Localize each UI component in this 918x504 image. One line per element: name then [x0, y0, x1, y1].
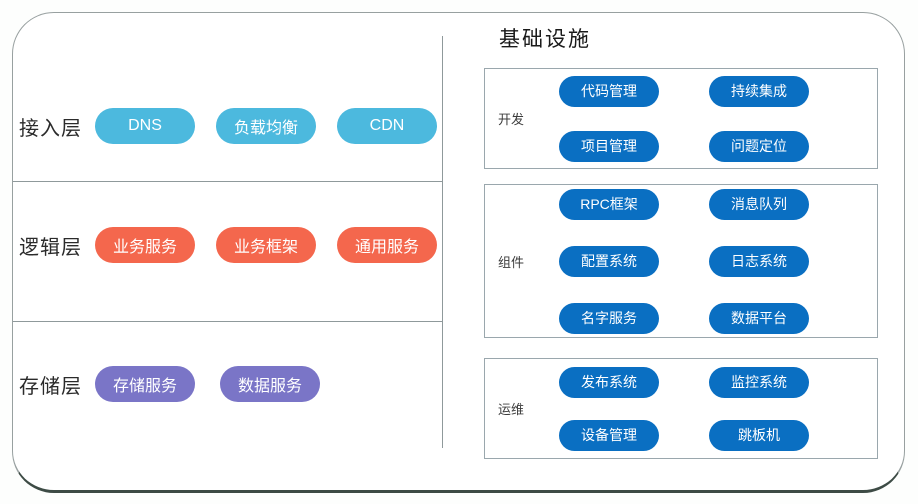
architecture-diagram-card: 接入层 DNS 负载均衡 CDN 逻辑层 业务服务 业务框架 通用服务 存储层 …	[12, 12, 905, 493]
storage-layer-label: 存储层	[19, 375, 82, 398]
ops-group-pills: 发布系统 监控系统 设备管理 跳板机	[559, 359, 877, 458]
pill-jump-server: 跳板机	[709, 419, 809, 451]
layer-divider-2	[13, 321, 442, 322]
pill-data-service: 数据服务	[220, 366, 320, 402]
pill-business-service: 业务服务	[95, 227, 195, 263]
access-layer-label: 接入层	[19, 117, 82, 140]
layer-divider-1	[13, 181, 442, 182]
pill-data-platform: 数据平台	[709, 302, 809, 334]
pill-storage-service: 存储服务	[95, 366, 195, 402]
pill-project-management: 项目管理	[559, 130, 659, 162]
pill-message-queue: 消息队列	[709, 188, 809, 220]
pill-dns: DNS	[95, 108, 195, 144]
dev-group-label: 开发	[498, 112, 525, 127]
storage-layer-row: 存储层 存储服务 数据服务	[19, 366, 345, 402]
ops-group-label: 运维	[498, 402, 525, 417]
pill-monitoring-system: 监控系统	[709, 366, 809, 398]
pill-business-framework: 业务框架	[216, 227, 316, 263]
pill-continuous-integration: 持续集成	[709, 75, 809, 107]
logic-layer-label: 逻辑层	[19, 236, 82, 259]
components-group-box: 组件 RPC框架 消息队列 配置系统 日志系统 名字服务 数据平台	[484, 184, 878, 338]
pill-rpc-framework: RPC框架	[559, 188, 659, 220]
pill-load-balancer: 负载均衡	[216, 108, 316, 144]
components-group-pills: RPC框架 消息队列 配置系统 日志系统 名字服务 数据平台	[559, 185, 877, 337]
components-group-label: 组件	[498, 254, 525, 270]
pill-log-system: 日志系统	[709, 245, 809, 277]
pill-code-management: 代码管理	[559, 75, 659, 107]
pill-name-service: 名字服务	[559, 302, 659, 334]
ops-group-box: 运维 发布系统 监控系统 设备管理 跳板机	[484, 358, 878, 459]
pill-problem-locating: 问题定位	[709, 130, 809, 162]
logic-layer-row: 逻辑层 业务服务 业务框架 通用服务	[19, 227, 458, 263]
dev-group-box: 开发 代码管理 持续集成 项目管理 问题定位	[484, 68, 878, 169]
infrastructure-title: 基础设施	[499, 28, 591, 51]
pill-device-management: 设备管理	[559, 419, 659, 451]
pill-general-service: 通用服务	[337, 227, 437, 263]
access-layer-row: 接入层 DNS 负载均衡 CDN	[19, 108, 458, 144]
pill-config-system: 配置系统	[559, 245, 659, 277]
dev-group-pills: 代码管理 持续集成 项目管理 问题定位	[559, 69, 877, 168]
pill-cdn: CDN	[337, 108, 437, 144]
center-divider	[442, 36, 443, 448]
pill-release-system: 发布系统	[559, 366, 659, 398]
